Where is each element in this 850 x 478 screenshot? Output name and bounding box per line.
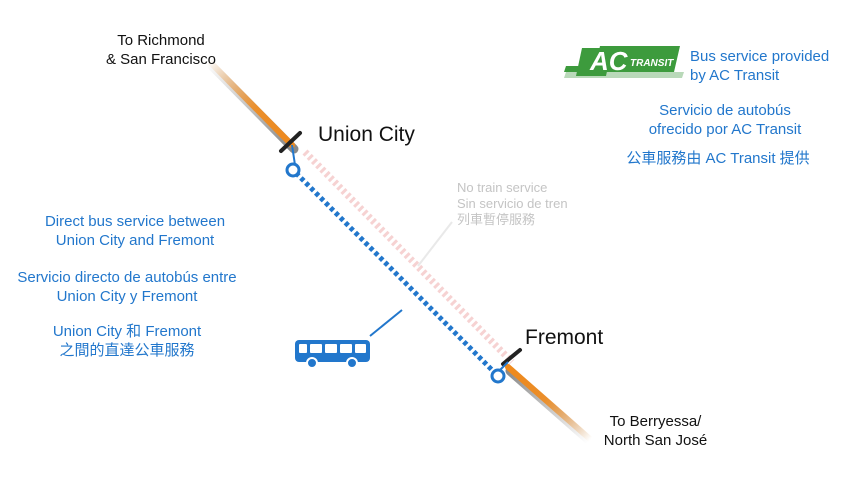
provider-en: Bus service provided by AC Transit [690, 48, 830, 84]
svg-text:AC: AC [589, 46, 629, 76]
station-fremont-label: Fremont [525, 326, 604, 349]
terminal-south-line-1: To Berryessa/ [609, 413, 702, 430]
fremont-station-marker [490, 368, 506, 384]
bus-pointer [369, 309, 403, 337]
logo-text: TRANSIT [630, 58, 674, 69]
suspended-rail-line [302, 149, 515, 365]
no-service-es: Sin servicio de tren [457, 196, 568, 211]
union-city-stub [291, 144, 296, 166]
no-service-en: No train service [457, 180, 548, 195]
terminal-north-line-1: To Richmond [117, 32, 205, 49]
bus-direct-zh: Union City 和 Fremont 之間的直達公車服務 [52, 323, 202, 359]
bus-direct-en: Direct bus service between Union City an… [44, 213, 226, 249]
no-service-zh: 列車暫停服務 [457, 212, 536, 227]
rail-south-segment [505, 364, 593, 442]
terminal-north-line-2: & San Francisco [105, 51, 217, 68]
union-city-cap [279, 131, 302, 153]
provider-es: Servicio de autobús ofrecido por AC Tran… [648, 102, 802, 138]
terminal-north-label: To Richmond & San Francisco [96, 31, 226, 69]
union-city-station-marker [285, 162, 301, 178]
no-service-label: No train service Sin servicio de tren 列車… [457, 180, 568, 228]
terminal-south-line-2: North San José [603, 432, 708, 449]
fremont-stub [499, 361, 509, 371]
terminal-south-label: To Berryessa/ North San José [588, 412, 723, 450]
station-union-city-label: Union City [318, 123, 415, 146]
bus-bridge-line [294, 171, 498, 376]
bus-icon [295, 340, 370, 369]
bus-direct-es: Servicio directo de autobús entre Union … [17, 269, 237, 305]
provider-zh: 公車服務由 AC Transit 提供 [626, 150, 810, 167]
rail-north-segment [207, 59, 295, 148]
no-service-pointer [417, 221, 453, 267]
ac-transit-logo: AC TRANSIT [564, 46, 684, 78]
fremont-cap [501, 348, 522, 366]
